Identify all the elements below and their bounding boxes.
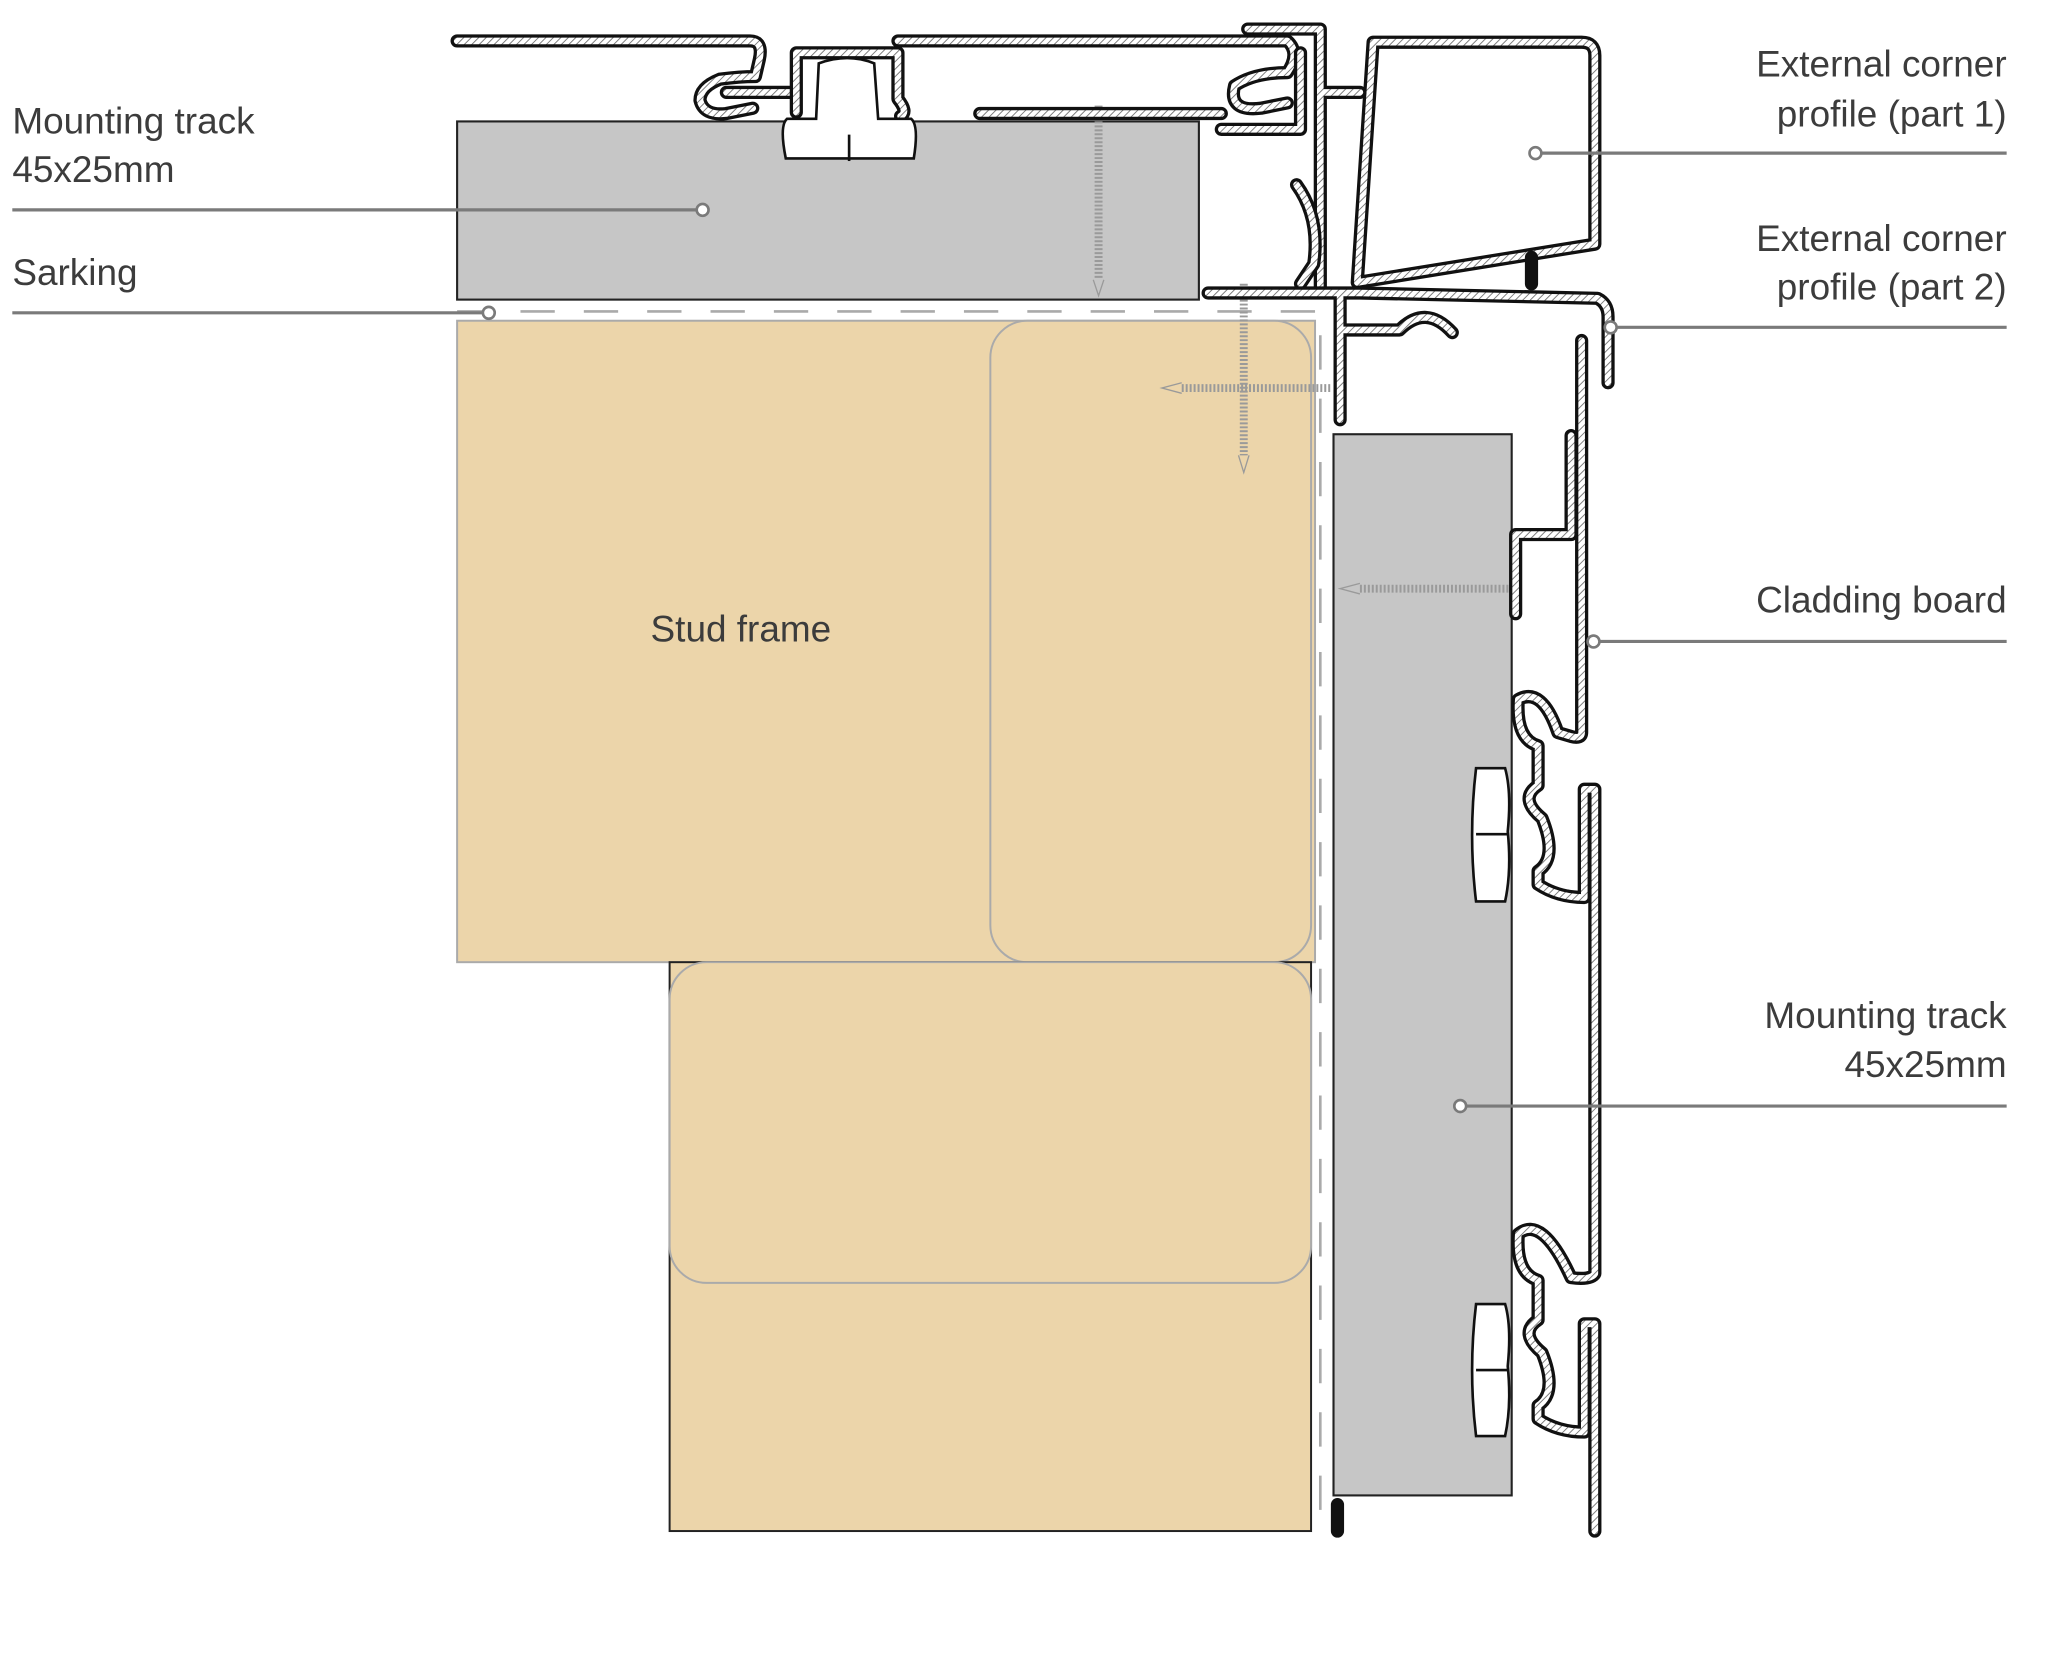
label-text: profile (part 2) xyxy=(1777,267,2007,308)
label-text: 45x25mm xyxy=(12,149,174,190)
label-text: 45x25mm xyxy=(1844,1044,2006,1085)
label-mounting-track-side: Mounting track 45x25mm xyxy=(1452,995,2007,1114)
cladding-board-top xyxy=(450,34,1308,162)
label-text: Cladding board xyxy=(1756,579,2007,620)
screws xyxy=(1092,105,1519,595)
external-corner-profile-part-2 xyxy=(1201,286,1615,427)
label-text: Mounting track xyxy=(1764,995,2007,1036)
label-text: profile (part 1) xyxy=(1777,94,2007,135)
label-cladding-board: Cladding board xyxy=(1586,579,2007,649)
stud-frame xyxy=(456,319,1317,1533)
label-text: Sarking xyxy=(12,252,137,293)
stud-lower-rounded xyxy=(668,961,1313,1284)
label-text: External corner xyxy=(1756,44,2006,85)
label-text: External corner xyxy=(1756,218,2006,259)
cladding-board-side xyxy=(1330,333,1602,1538)
stud-inner xyxy=(989,319,1313,964)
label-text: Mounting track xyxy=(12,100,255,141)
label-corner-part-1: External corner profile (part 1) xyxy=(1528,44,2007,161)
label-sarking: Sarking xyxy=(12,252,497,321)
label-corner-part-2: External corner profile (part 2) xyxy=(1603,218,2007,335)
sarking-membrane xyxy=(457,310,1322,1532)
external-corner-profile-part-1 xyxy=(1241,22,1602,295)
clip-top xyxy=(781,56,918,160)
label-mounting-track-top: Mounting track 45x25mm xyxy=(12,100,710,218)
label-stud-frame: Stud frame xyxy=(651,608,832,649)
